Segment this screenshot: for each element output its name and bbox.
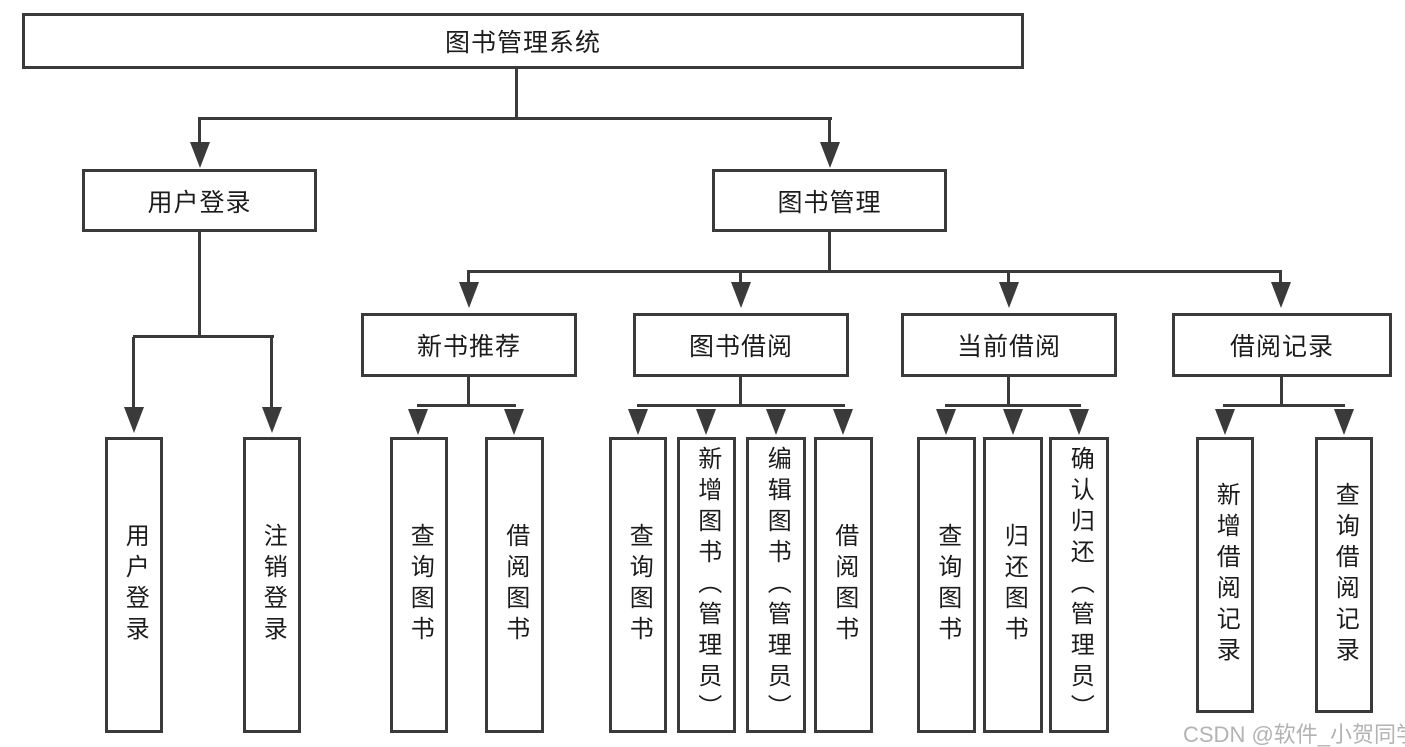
connector-line	[270, 337, 273, 408]
arrowhead-down-icon	[820, 142, 840, 168]
connector-line	[467, 272, 470, 284]
arrowhead-down-icon	[1271, 282, 1291, 308]
arrowhead-down-icon	[190, 142, 210, 168]
leaf-return-books: 归还图书	[983, 437, 1043, 733]
node-label: 用户登录	[147, 188, 252, 217]
arrowhead-down-icon	[628, 409, 648, 435]
leaf-label: 借阅图书	[501, 523, 529, 647]
node-book-management: 图书管理	[712, 169, 947, 232]
connector-line	[198, 231, 201, 337]
node-borrowing-records: 借阅记录	[1172, 313, 1392, 377]
arrowhead-down-icon	[459, 282, 479, 308]
leaf-add-borrow-record: 新增借阅记录	[1196, 437, 1254, 713]
connector-line	[1007, 376, 1010, 407]
node-library-system: 图书管理系统	[22, 13, 1024, 69]
leaf-label: 归还图书	[1000, 523, 1028, 647]
node-label: 图书管理	[777, 188, 882, 217]
arrowhead-down-icon	[262, 407, 282, 433]
arrowhead-down-icon	[731, 282, 751, 308]
leaf-user-login: 用户登录	[105, 437, 163, 733]
connector-line	[1223, 404, 1345, 407]
leaf-label: 确认归还（管理员）	[1066, 445, 1094, 725]
leaf-confirm-return-admin: 确认归还（管理员）	[1049, 437, 1109, 733]
connector-line	[467, 376, 470, 407]
connector-line	[467, 270, 1282, 273]
connector-line	[945, 404, 1081, 407]
connector-line	[1280, 376, 1283, 407]
leaf-label: 查询图书	[406, 523, 434, 647]
connector-line	[1007, 272, 1010, 284]
node-book-borrowing: 图书借阅	[633, 313, 849, 377]
arrowhead-down-icon	[833, 409, 853, 435]
node-label: 图书借阅	[688, 333, 793, 361]
leaf-label: 新增图书（管理员）	[693, 445, 721, 725]
arrowhead-down-icon	[408, 409, 428, 435]
connector-line	[132, 337, 135, 408]
leaf-label: 借阅图书	[830, 523, 858, 647]
connector-line	[198, 117, 832, 120]
leaf-query-books-borrowing: 查询图书	[609, 437, 667, 733]
arrowhead-down-icon	[1334, 409, 1354, 435]
leaf-label: 查询借阅记录	[1331, 482, 1359, 668]
leaf-query-books-current: 查询图书	[917, 437, 976, 733]
node-label: 新书推荐	[416, 333, 521, 361]
connector-line	[133, 335, 274, 338]
arrowhead-down-icon	[936, 409, 956, 435]
leaf-edit-books-admin: 编辑图书（管理员）	[746, 437, 806, 733]
leaf-label: 编辑图书（管理员）	[763, 445, 791, 725]
connector-line	[828, 231, 831, 272]
arrowhead-down-icon	[766, 409, 786, 435]
connector-line	[417, 404, 516, 407]
leaf-logout: 注销登录	[243, 437, 301, 733]
arrowhead-down-icon	[124, 407, 144, 433]
node-label: 借阅记录	[1229, 333, 1334, 361]
connector-line	[515, 67, 518, 118]
leaf-label: 新增借阅记录	[1212, 482, 1240, 668]
leaf-borrow-books-borrowing: 借阅图书	[814, 437, 873, 733]
leaf-query-borrow-record: 查询借阅记录	[1315, 437, 1373, 713]
node-new-book-recommendation: 新书推荐	[361, 313, 577, 377]
arrowhead-down-icon	[1215, 409, 1235, 435]
connector-line	[637, 404, 845, 407]
node-current-borrowing: 当前借阅	[901, 313, 1117, 377]
node-label: 当前借阅	[956, 333, 1061, 361]
arrowhead-down-icon	[999, 282, 1019, 308]
leaf-label: 查询图书	[625, 523, 653, 647]
connector-line	[739, 272, 742, 284]
connector-line	[1279, 272, 1282, 284]
connector-line	[198, 119, 201, 144]
leaf-query-books-recommend: 查询图书	[390, 437, 448, 733]
connector-line	[739, 376, 742, 407]
node-label: 图书管理系统	[444, 29, 601, 57]
leaf-label: 用户登录	[121, 523, 149, 647]
connector-line	[828, 119, 831, 144]
leaf-label: 注销登录	[259, 523, 287, 647]
arrowhead-down-icon	[504, 409, 524, 435]
node-user-login: 用户登录	[82, 169, 317, 232]
arrowhead-down-icon	[696, 409, 716, 435]
leaf-label: 查询图书	[933, 523, 961, 647]
arrowhead-down-icon	[1003, 409, 1023, 435]
leaf-borrow-books-recommend: 借阅图书	[485, 437, 544, 733]
leaf-add-books-admin: 新增图书（管理员）	[677, 437, 736, 733]
watermark: CSDN @软件_小贺同学	[1183, 722, 1405, 747]
arrowhead-down-icon	[1069, 409, 1089, 435]
